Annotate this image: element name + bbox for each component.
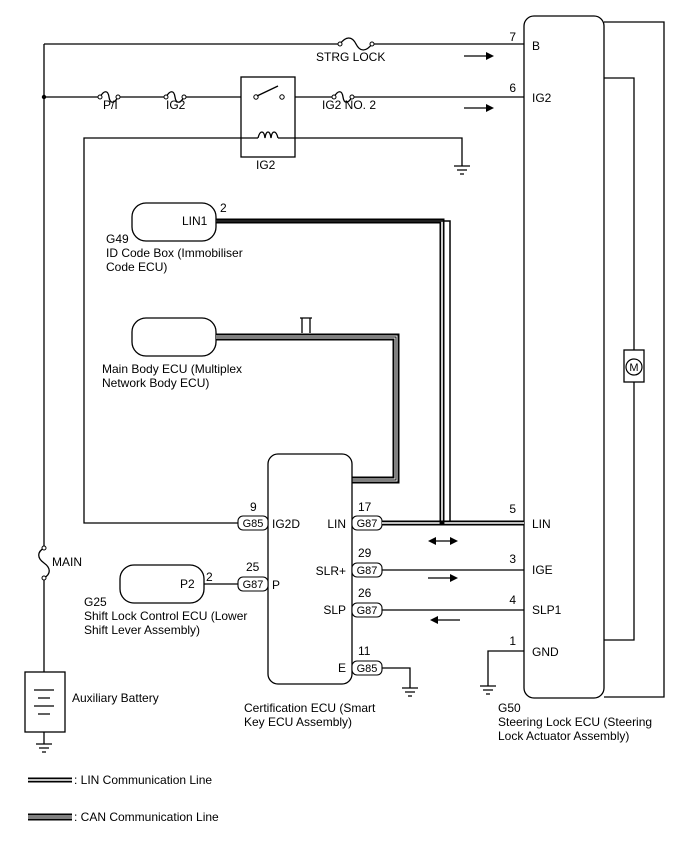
cert-pin-slr: SLR+ [316, 564, 346, 578]
cert-pin-17: 17 [358, 500, 372, 514]
steering-ground-wire [487, 650, 524, 686]
g25-code: G25 [84, 595, 107, 609]
svg-text:G85: G85 [243, 518, 264, 530]
svg-text:G87: G87 [243, 579, 264, 591]
cert-name-1: Certification ECU (Smart [244, 701, 376, 715]
cert-pin-25: 25 [246, 560, 260, 574]
can-line [216, 317, 400, 484]
pin-label-slp1: SLP1 [532, 603, 562, 617]
svg-text:G87: G87 [357, 605, 378, 617]
ground-icon [480, 685, 496, 695]
cert-pin-26: 26 [358, 586, 372, 600]
fuse-pi-icon [97, 91, 121, 103]
ig2-relay-label: IG2 [256, 158, 276, 172]
motor-inner-wire [604, 77, 635, 641]
cert-pin-e: E [338, 661, 346, 675]
fuse-ig2-icon [163, 91, 187, 103]
pin-num-7: 7 [509, 30, 516, 44]
relay-ground-wire [278, 137, 463, 166]
svg-text:G85: G85 [357, 663, 378, 675]
auxiliary-battery[interactable] [24, 671, 66, 733]
pin-num-4: 4 [509, 593, 516, 607]
pin-num-6: 6 [509, 81, 516, 95]
pin-label-ige: IGE [532, 563, 553, 577]
motor-loop-wire [604, 21, 665, 698]
ground-icon [454, 165, 470, 175]
cert-pin-slp: SLP [323, 603, 346, 617]
g50-code: G50 [498, 701, 521, 715]
steering-lock-ecu[interactable] [523, 15, 605, 699]
connector-g87-slr: G87 [351, 562, 383, 578]
shift-lock-pin-num: 2 [206, 570, 213, 584]
id-code-name-1: ID Code Box (Immobiliser [106, 246, 243, 260]
cert-pin-p: P [272, 578, 280, 592]
connector-g87-lin: G87 [351, 515, 383, 531]
ground-icon [36, 743, 52, 753]
pin-num-3: 3 [509, 552, 516, 566]
fuse-strg-lock-label: STRG LOCK [316, 50, 385, 64]
cert-pin-29: 29 [358, 546, 372, 560]
fuse-pi-label: P/I [103, 98, 118, 112]
svg-text:G87: G87 [357, 518, 378, 530]
ground-icon [402, 687, 418, 697]
fuse-ig2-no2-label: IG2 NO. 2 [322, 98, 376, 112]
id-code-name-2: Code ECU) [106, 260, 167, 274]
svg-text:G87: G87 [357, 565, 378, 577]
cert-pin-lin: LIN [327, 517, 346, 531]
junction-dot [439, 520, 445, 526]
bidirectional-arrow-icon [428, 537, 458, 545]
connector-g87-p: G87 [237, 576, 269, 592]
fuse-ig2-label: IG2 [166, 98, 186, 112]
main-body-ecu[interactable] [131, 317, 217, 357]
motor-icon: M [623, 349, 645, 383]
battery-label: Auxiliary Battery [72, 691, 159, 705]
connector-g85-e: G85 [351, 660, 383, 676]
main-body-name-2: Network Body ECU) [102, 376, 209, 390]
main-body-name-1: Main Body ECU (Multiplex [102, 362, 242, 376]
cert-pin-11: 11 [358, 644, 371, 658]
ig2-relay[interactable] [240, 76, 296, 158]
fuse-ig2-no2-icon [331, 91, 355, 103]
svg-text:M: M [629, 362, 638, 374]
steering-lock-name-1: Steering Lock ECU (Steering [498, 715, 652, 729]
pin-num-5: 5 [509, 502, 516, 516]
connector-g87-slp: G87 [351, 602, 383, 618]
shift-lock-name-2: Shift Lever Assembly) [84, 623, 200, 637]
legend-lin-label: : LIN Communication Line [74, 773, 212, 787]
pin-label-gnd: GND [532, 645, 559, 659]
connector-g85-ig2d: G85 [237, 515, 269, 531]
fuse-main-label: MAIN [52, 555, 82, 569]
cert-pin-ig2d: IG2D [272, 517, 300, 531]
fuse-strg-lock-icon [337, 37, 375, 51]
pin-label-ig2: IG2 [532, 91, 552, 105]
pin-label-b: B [532, 39, 540, 53]
id-code-pin-num: 2 [220, 201, 227, 215]
fuse-main-icon [38, 545, 50, 581]
pin-num-1: 1 [509, 634, 516, 648]
shift-lock-pin-label: P2 [180, 577, 195, 591]
ig2d-wire [83, 137, 258, 524]
cert-name-2: Key ECU Assembly) [244, 715, 352, 729]
legend-can-label: : CAN Communication Line [74, 810, 219, 824]
cert-pin-9: 9 [250, 500, 257, 514]
steering-lock-name-2: Lock Actuator Assembly) [498, 729, 629, 743]
g49-code: G49 [106, 232, 129, 246]
pin-label-lin: LIN [532, 517, 551, 531]
cert-ground-wire [382, 667, 411, 688]
shift-lock-name-1: Shift Lock Control ECU (Lower [84, 609, 247, 623]
id-code-pin-label: LIN1 [182, 214, 208, 228]
